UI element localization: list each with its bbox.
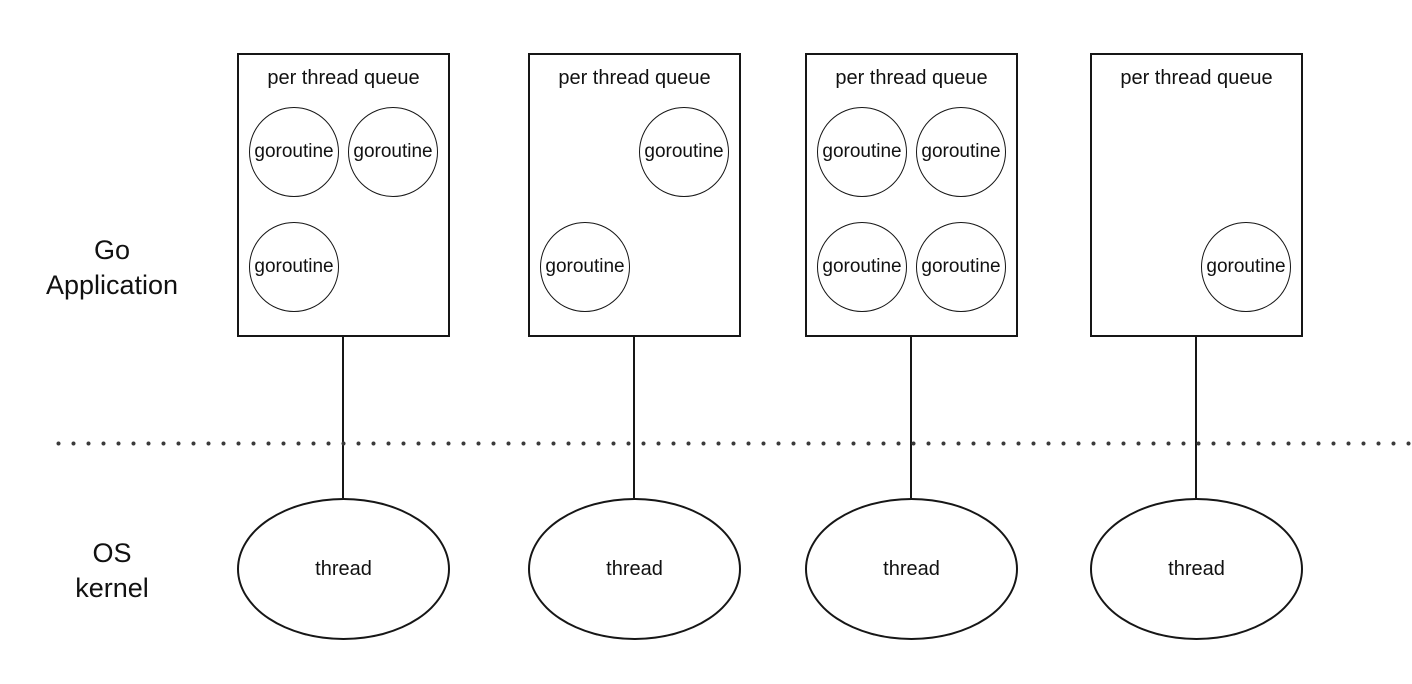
thread-ellipse-2: thread: [528, 498, 741, 640]
user-kernel-boundary-dotted-line: [56, 440, 1412, 447]
queue-title: per thread queue: [1120, 67, 1273, 89]
thread-label: thread: [883, 557, 940, 580]
queue-box-2: per thread queue goroutine goroutine: [528, 53, 741, 337]
connector-line-3: [910, 337, 912, 498]
thread-label: thread: [606, 557, 663, 580]
thread-label: thread: [1168, 557, 1225, 580]
goroutine-circle: goroutine: [249, 107, 339, 197]
queue-title: per thread queue: [267, 67, 420, 89]
goroutine-circle: goroutine: [817, 107, 907, 197]
goroutine-circle: goroutine: [348, 107, 438, 197]
connector-line-4: [1195, 337, 1197, 498]
connector-line-2: [633, 337, 635, 498]
queue-title: per thread queue: [558, 67, 711, 89]
goroutine-circle: goroutine: [639, 107, 729, 197]
queue-title: per thread queue: [835, 67, 988, 89]
goroutine-circle: goroutine: [540, 222, 630, 312]
thread-ellipse-4: thread: [1090, 498, 1303, 640]
goroutine-circle: goroutine: [1201, 222, 1291, 312]
thread-ellipse-3: thread: [805, 498, 1018, 640]
goroutine-circle: goroutine: [916, 107, 1006, 197]
goroutine-circle: goroutine: [249, 222, 339, 312]
queue-box-3: per thread queue goroutine goroutine gor…: [805, 53, 1018, 337]
connector-line-1: [342, 337, 344, 498]
queue-box-4: per thread queue goroutine: [1090, 53, 1303, 337]
goroutine-circle: goroutine: [916, 222, 1006, 312]
go-application-label: Go Application: [45, 235, 179, 300]
queue-box-1: per thread queue goroutine goroutine gor…: [237, 53, 450, 337]
goroutine-circle: goroutine: [817, 222, 907, 312]
thread-ellipse-1: thread: [237, 498, 450, 640]
os-kernel-label: OS kernel: [75, 538, 149, 603]
thread-label: thread: [315, 557, 372, 580]
